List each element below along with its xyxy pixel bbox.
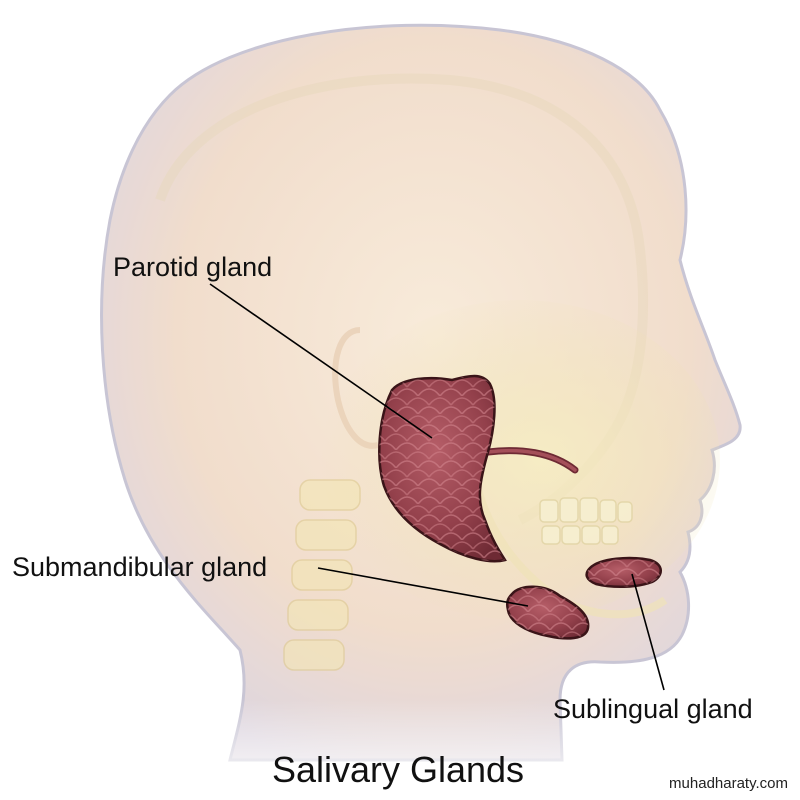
parotid-leader-line: [209, 283, 433, 439]
diagram-title-text: Salivary Glands: [271, 749, 525, 790]
sublingual-gland: [585, 556, 662, 588]
watermark: muhadharaty.com: [669, 775, 788, 792]
cervical-spine: [283, 479, 361, 671]
submandibular-gland: [505, 585, 590, 640]
parotid-gland-label: Parotid gland: [113, 252, 273, 282]
sublingual-gland-label: Sublingual gland: [553, 694, 753, 724]
submandibular-gland-label: Submandibular gland: [12, 552, 268, 582]
submandibular-leader-line: [317, 567, 529, 607]
sublingual-leader-line: [631, 573, 665, 691]
ear: [332, 327, 379, 449]
teeth: [539, 497, 633, 545]
diagram-title: Salivary Glands: [0, 752, 800, 788]
